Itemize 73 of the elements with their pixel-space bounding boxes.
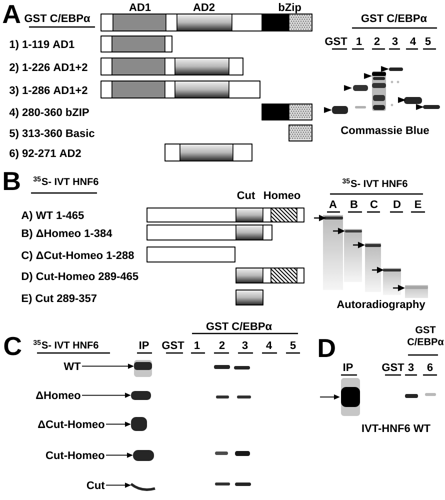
- construct-label: 4) 280-360 bZIP: [9, 108, 89, 118]
- gel-band: [131, 417, 147, 431]
- lane-label: 1: [356, 37, 362, 45]
- construct-bar: [236, 290, 264, 306]
- panel-letter: B: [4, 172, 20, 190]
- lane-label: 6: [427, 363, 433, 372]
- lane-label: GST: [162, 341, 184, 350]
- domain-label: AD1: [129, 3, 151, 11]
- gel-band: [131, 391, 151, 400]
- construct-label: 3) 1-286 AD1+2: [9, 86, 88, 96]
- construct-bar: [146, 224, 272, 240]
- construct-bar: [146, 208, 304, 222]
- lane-label: 3: [242, 341, 248, 350]
- gel-band: [130, 482, 156, 491]
- heading: GST C/EBPα: [408, 326, 444, 346]
- construct-bar: [100, 14, 312, 32]
- construct-label: A) WT 1-465: [21, 211, 84, 222]
- construct-label: B) ΔHomeo 1-384: [22, 229, 112, 240]
- heading: $^{35}$S- IVT HNF6: [33, 176, 98, 186]
- lane-label: 2: [219, 341, 225, 349]
- gel-caption: Autoradiography: [336, 300, 426, 310]
- gel-band: [133, 450, 154, 461]
- lane-label: 5: [425, 37, 431, 46]
- heading: GST C/EBPα: [24, 14, 90, 22]
- lane-label: E: [415, 200, 422, 208]
- construct-label: 2) 1-226 AD1+2: [10, 63, 88, 74]
- row-label: ΔCut-Homeo: [38, 420, 104, 428]
- lane-label: 2: [374, 37, 380, 45]
- lane-label: 5: [290, 341, 296, 350]
- lane-label: GST: [325, 37, 348, 46]
- construct-label: 6) 92-271 AD2: [10, 149, 81, 160]
- domain-label: Cut: [237, 191, 256, 200]
- lane-label: 1: [194, 341, 200, 349]
- row-label: WT: [64, 362, 81, 370]
- heading: $^{35}$S- IVT HNF6: [342, 178, 408, 188]
- gel-band: [134, 360, 152, 377]
- panel-letter: D: [318, 339, 335, 357]
- row-label: ΔHomeo: [36, 391, 80, 400]
- construct-bar: [100, 58, 244, 76]
- lane-label: A: [329, 200, 337, 208]
- lane-label: 4: [410, 37, 416, 45]
- domain-label: AD2: [193, 3, 215, 11]
- domain-label: Homeo: [264, 191, 300, 200]
- construct-label: D) Cut-Homeo 289-465: [22, 272, 138, 282]
- lane-label: 4: [266, 341, 272, 349]
- lane-label: D: [394, 200, 400, 208]
- construct-bar: [288, 124, 312, 142]
- row-label: Cut: [86, 481, 105, 490]
- panel-letter: A: [2, 5, 20, 23]
- lane-label: GST: [382, 363, 404, 372]
- construct-label: C) ΔCut-Homeo 1-288: [22, 251, 134, 262]
- construct-bar: [262, 104, 312, 120]
- lane-label: 3: [408, 363, 414, 372]
- construct-label: 5) 313-360 Basic: [10, 129, 94, 140]
- heading: GST C/EBPα: [206, 322, 272, 330]
- lane-label: 3: [392, 37, 398, 46]
- construct-bar: [100, 36, 172, 52]
- construct-label: E) Cut 289-357: [22, 294, 96, 304]
- row-label: Cut-Homeo: [46, 451, 104, 460]
- lane-label: IP: [140, 341, 149, 349]
- gel-caption: Commassie Blue: [341, 126, 429, 134]
- heading: $^{35}$S- IVT HNF6: [33, 340, 98, 349]
- lane-label: B: [350, 200, 358, 208]
- lane-label: C: [370, 200, 378, 208]
- construct-bar: [236, 268, 304, 284]
- construct-label: 1) 1-119 AD1: [10, 40, 74, 50]
- construct-bar: [100, 80, 260, 98]
- lane-label: IP: [344, 363, 353, 371]
- construct-bar: [146, 246, 236, 262]
- panel-letter: C: [4, 336, 22, 356]
- construct-bar: [164, 144, 252, 162]
- gel-caption: IVT-HNF6 WT: [362, 424, 430, 432]
- heading: GST C/EBPα: [361, 14, 427, 22]
